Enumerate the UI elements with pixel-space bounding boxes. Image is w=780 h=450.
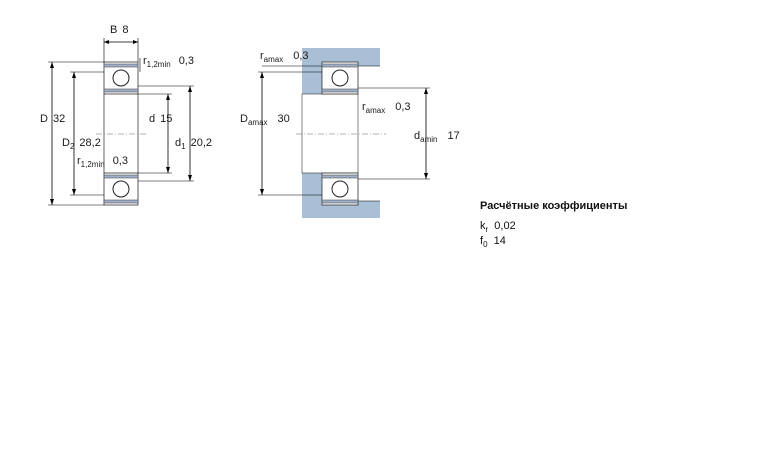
dim-Da: [258, 71, 322, 196]
housing-shaded: [302, 48, 380, 218]
shield-bottom-inner: [103, 174, 139, 179]
dim-D2: [70, 71, 104, 196]
shield-bottom-outer: [103, 199, 139, 204]
shaft-shoulder-top: [358, 62, 380, 66]
coefficient-f0: f0 14: [480, 235, 506, 250]
dim-d1: [138, 85, 194, 182]
shield-top-outer: [103, 63, 139, 68]
housing-section: [296, 48, 386, 218]
dim-d: [138, 93, 172, 174]
ball-top: [112, 69, 130, 87]
shaft-shoulder-bottom: [358, 201, 380, 205]
bearing-section-left: [96, 61, 146, 206]
ring-bottom-right: [321, 172, 359, 206]
dim-D: [48, 61, 104, 206]
coefficient-kr: kr 0,02: [480, 220, 516, 235]
ball-bottom-right: [331, 180, 349, 198]
ball-bottom: [112, 180, 130, 198]
ball-top-right: [331, 69, 349, 87]
dim-da: [358, 87, 430, 180]
shield-top-inner: [103, 88, 139, 93]
dim-B: [103, 38, 139, 62]
coefficients-title: Расчётные коэффициенты: [480, 200, 628, 212]
